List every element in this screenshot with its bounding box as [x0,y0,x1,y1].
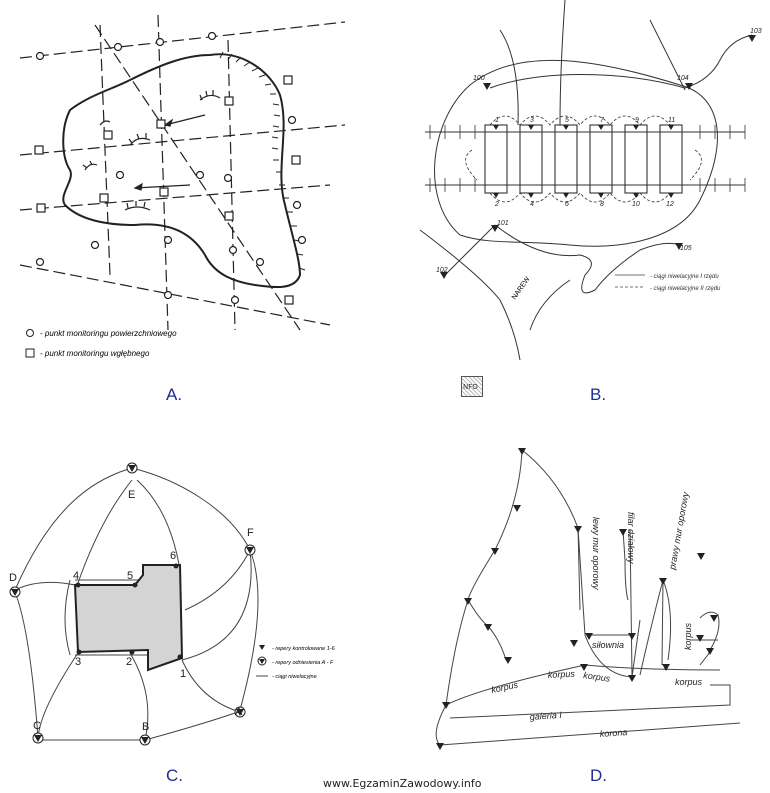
point-1: 1 [495,117,499,124]
label-lewy-mur: lewy mur oporowy [591,517,601,590]
ref-A: A [235,706,243,718]
ctrl-3: 3 [75,656,81,668]
river-label: NAREW [511,275,532,301]
legend-c-2: - repery odniesienia A - F [272,660,334,666]
footer-url: www.EgzaminZawodowy.info [323,777,482,790]
caption-a: A. [166,385,183,404]
landslide-outline [62,53,302,289]
building-footprint [73,564,184,672]
nfo-logo: NFO [461,376,483,397]
ref-B: B [142,721,149,733]
point-3: 3 [530,117,534,124]
benchmark-markers [440,35,756,279]
panel-a-landslide-diagram: - punkt monitoringu powierzchniowego - p… [19,14,346,358]
label-korpus-3: korpus [583,670,612,684]
ref-C: C [33,720,41,732]
legend-circle-icon [26,329,34,337]
panel-b-bridge-leveling-diagram: 100 101 102 103 104 105 1 3 5 7 9 11 2 4… [419,0,762,360]
point-103: 103 [750,28,762,35]
scarp-hatch [219,51,306,271]
legend-a-1: - punkt monitoringu powierzchniowego [40,329,177,338]
label-korpus-1: korpus [490,679,519,695]
point-104: 104 [677,75,689,82]
ctrl-1: 1 [180,668,186,680]
legend-a-2: - punkt monitoringu wgłębnego [40,349,150,358]
ctrl-6: 6 [170,550,176,562]
point-101: 101 [497,220,509,227]
point-100: 100 [473,75,485,82]
point-2: 2 [494,201,499,208]
point-8: 8 [600,201,604,208]
point-9: 9 [635,117,639,124]
caption-d: D. [590,766,607,785]
legend-b-2: - ciągi niwelacyjne II rzędu [650,286,721,292]
label-korpus-5: korpus [683,622,693,650]
label-prawy-mur: prawy mur oporowy [667,491,691,572]
point-7: 7 [600,117,605,124]
ctrl-4: 4 [73,570,79,582]
point-102: 102 [436,267,448,274]
point-6: 6 [565,201,569,208]
label-filar: filar działowy [626,512,636,564]
point-12: 12 [666,201,674,208]
legend-c-3: - ciągi niwelacyjne [272,674,317,680]
point-11: 11 [668,117,675,124]
ctrl-5: 5 [127,570,133,582]
label-korona: korona [599,727,627,739]
bridge-piers [484,124,683,194]
depth-monitoring-points [34,75,301,305]
label-korpus-4: korpus [675,677,703,687]
ref-D: D [9,572,17,584]
ctrl-2: 2 [126,656,132,668]
legend-square-icon [25,348,35,358]
legend-b-1: - ciągi niwelacyjne I rzędu [650,274,719,280]
label-silownia: siłownia [592,640,624,650]
dam-benchmarks [436,448,718,750]
monitoring-lines [19,14,346,331]
ref-F: F [247,527,254,539]
legend-c-1: - repery kontrolowane 1-6 [272,646,336,652]
point-10: 10 [632,201,640,208]
point-4: 4 [530,201,534,208]
point-5: 5 [565,117,569,124]
ref-E: E [128,489,135,501]
nfo-logo-text: NFO [463,383,478,391]
surface-monitoring-points [35,31,307,305]
control-benchmarks [75,563,183,660]
caption-b: B. [590,385,607,404]
caption-c: C. [166,766,183,785]
point-105: 105 [680,245,692,252]
label-korpus-2: korpus [548,669,576,680]
panel-d-dam-leveling-diagram: korpus korpus korpus korpus korpus lewy … [435,448,741,750]
label-galeria: galeria I [529,710,562,722]
panel-c-building-leveling-diagram: A B C D E F 1 2 3 4 5 6 - repery kontrol… [9,462,336,746]
